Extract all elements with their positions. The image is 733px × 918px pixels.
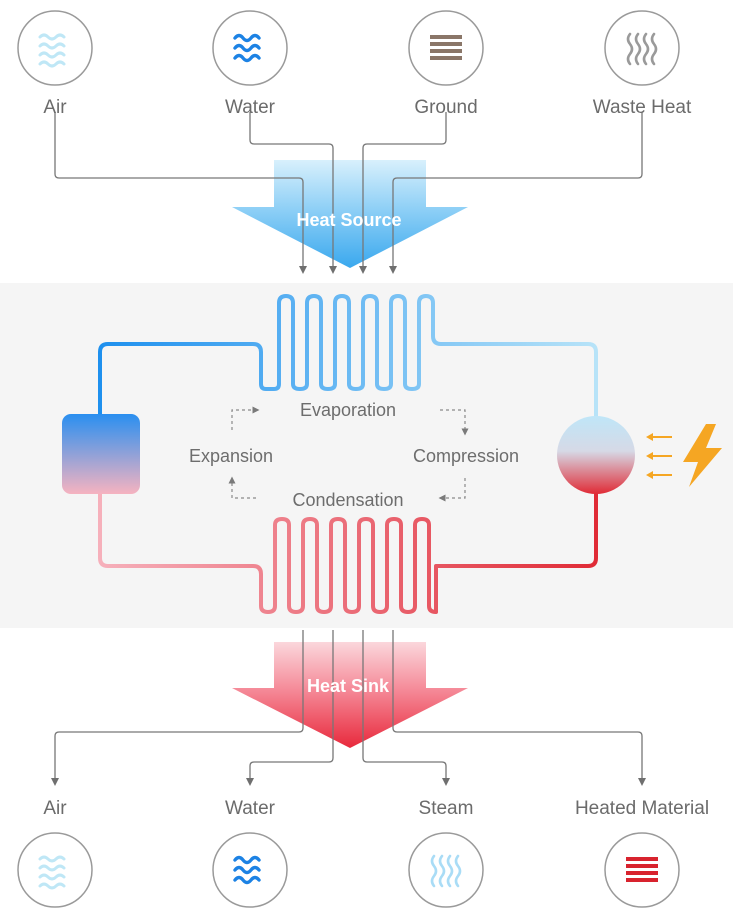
source-icon-water: [212, 10, 288, 86]
heated-material-icon: [626, 857, 658, 882]
energy-input-arrows: [646, 433, 672, 479]
water-waves-icon: [233, 33, 261, 63]
steam-icon: [430, 854, 462, 888]
condensation-label: Condensation: [292, 490, 404, 510]
air-waves-icon: [38, 855, 66, 890]
compression-label: Compression: [412, 446, 520, 466]
sink-connector-lines: [51, 630, 646, 786]
sink-label-air: Air: [43, 798, 67, 819]
sink-icon-heated-material: [604, 832, 680, 908]
source-icon-ground: [408, 10, 484, 86]
heat-source-arrow: [232, 160, 468, 268]
lightning-bolt-icon: [683, 424, 722, 487]
ground-layers-icon: [430, 35, 462, 60]
cycle-dashed-arrows: [228, 406, 469, 502]
air-waves-icon: [38, 33, 66, 68]
evaporation-label: Evaporation: [299, 400, 397, 420]
sink-icon-air: [17, 832, 93, 908]
sink-label-water: Water: [225, 798, 275, 819]
sink-label-steam: Steam: [418, 798, 474, 819]
source-connector-lines: [54, 112, 643, 274]
source-label-waste-heat: Waste Heat: [592, 97, 692, 118]
evaporator-coil: [98, 294, 598, 420]
source-label-air: Air: [43, 97, 67, 118]
heat-source-label: Heat Source: [296, 210, 402, 230]
heat-sink-label: Heat Sink: [306, 676, 390, 696]
source-icon-waste-heat: [604, 10, 680, 86]
sink-label-heated-material: Heated Material: [574, 798, 710, 819]
condenser-coil: [98, 492, 598, 614]
source-icon-air: [17, 10, 93, 86]
water-waves-icon: [233, 855, 261, 885]
expansion-label: Expansion: [188, 446, 274, 466]
expansion-valve: [62, 414, 140, 494]
source-label-ground: Ground: [414, 97, 478, 118]
waste-heat-icon: [626, 32, 658, 66]
sink-icon-steam: [408, 832, 484, 908]
compressor: [557, 416, 635, 494]
heat-sink-arrow: [232, 642, 468, 748]
sink-icon-water: [212, 832, 288, 908]
source-label-water: Water: [225, 97, 275, 118]
